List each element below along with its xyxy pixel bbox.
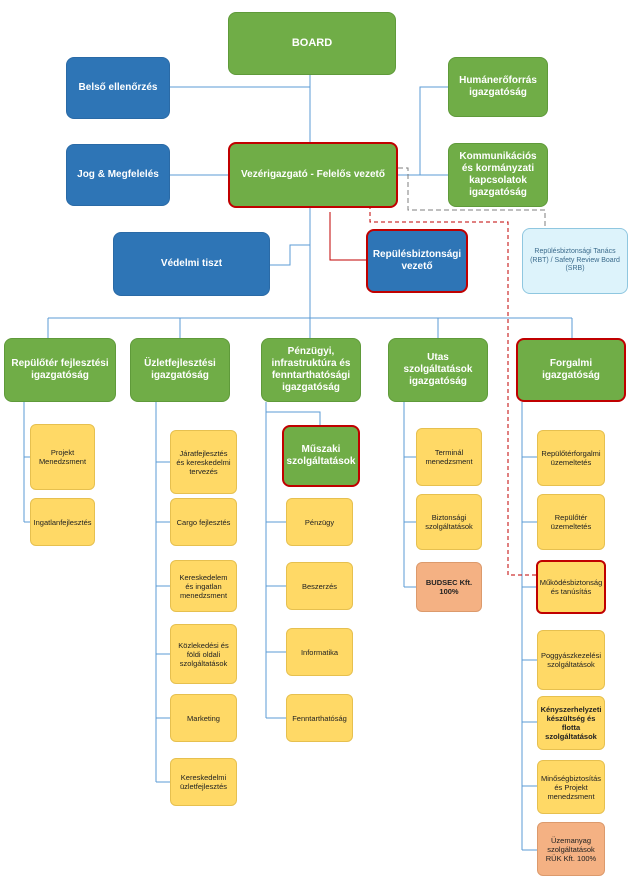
technical-services-box: Műszaki szolgáltatások xyxy=(282,425,360,487)
procurement-box: Beszerzés xyxy=(286,562,353,610)
connector-col4 xyxy=(403,402,416,588)
real-estate-development-box: Ingatlanfejlesztés xyxy=(30,498,95,546)
connector-technical xyxy=(266,411,321,425)
connector-col1 xyxy=(23,402,30,523)
marketing-box: Marketing xyxy=(170,694,237,742)
finance-box: Pénzügy xyxy=(286,498,353,546)
aviation-safety-lead-box: Repülésbiztonsági vezető xyxy=(366,229,468,293)
internal-audit-box: Belső ellenőrzés xyxy=(66,57,170,119)
connector-operations-dashed xyxy=(369,170,536,576)
operational-safety-certification-box: Működésbiztonság és tanúsítás xyxy=(536,560,606,614)
it-box: Informatika xyxy=(286,628,353,676)
emergency-fleet-services-box: Kényszerhelyzeti készültség és flotta sz… xyxy=(537,696,605,750)
business-development-directorate-box: Üzletfejlesztési igazgatóság xyxy=(130,338,230,402)
airport-operations-box: Repülőtér üzemeltetés xyxy=(537,494,605,550)
communications-directorate-box: Kommunikációs és kormányzati kapcsolatok… xyxy=(448,143,548,207)
connector-col2 xyxy=(155,402,170,783)
connector-col5 xyxy=(521,402,537,851)
passenger-services-directorate-box: Utas szolgáltatások igazgatóság xyxy=(388,338,488,402)
legal-box: Jog & Megfelelés xyxy=(66,144,170,206)
cargo-development-box: Cargo fejlesztés xyxy=(170,498,237,546)
connector-safety-board-dashed xyxy=(398,167,546,228)
connector-bus xyxy=(47,317,573,338)
connector-right-staff xyxy=(398,86,448,176)
connector-defence xyxy=(270,212,311,266)
security-services-box: Biztonsági szolgáltatások xyxy=(416,494,482,550)
airside-operations-box: Repülőtérforgalmi üzemeltetés xyxy=(537,430,605,486)
connector-aviation-safety xyxy=(329,212,366,261)
safety-review-board-box: Repülésbiztonsági Tanács (RBT) / Safety … xyxy=(522,228,628,294)
fuel-services-box: Üzemanyag szolgáltatások RÜK Kft. 100% xyxy=(537,822,605,876)
connector-col3 xyxy=(265,402,286,719)
board-box: BOARD xyxy=(228,12,396,75)
baggage-handling-box: Poggyászkezelési szolgáltatások xyxy=(537,630,605,690)
sustainability-box: Fenntarthatóság xyxy=(286,694,353,742)
hr-directorate-box: Humánerőforrás igazgatóság xyxy=(448,57,548,117)
terminal-management-box: Terminál menedzsment xyxy=(416,428,482,486)
quality-assurance-box: Minőségbiztosítás és Projekt menedzsment xyxy=(537,760,605,814)
commercial-business-development-box: Kereskedelmi üzletfejlesztés xyxy=(170,758,237,806)
transport-landside-services-box: Közlekedési és földi oldali szolgáltatás… xyxy=(170,624,237,684)
defence-officer-box: Védelmi tiszt xyxy=(113,232,270,296)
project-management-box: Projekt Menedzsment xyxy=(30,424,95,490)
airport-development-directorate-box: Repülőtér fejlesztési igazgatóság xyxy=(4,338,116,402)
ceo-box: Vezérigazgató - Felelős vezető xyxy=(228,142,398,208)
operations-directorate-box: Forgalmi igazgatóság xyxy=(516,338,626,402)
finance-infrastructure-directorate-box: Pénzügyi, infrastruktúra és fenntartható… xyxy=(261,338,361,402)
budsec-box: BUDSEC Kft. 100% xyxy=(416,562,482,612)
commerce-real-estate-box: Kereskedelem és ingatlan menedzsment xyxy=(170,560,237,612)
route-development-box: Járatfejlesztés és kereskedelmi tervezés xyxy=(170,430,237,494)
